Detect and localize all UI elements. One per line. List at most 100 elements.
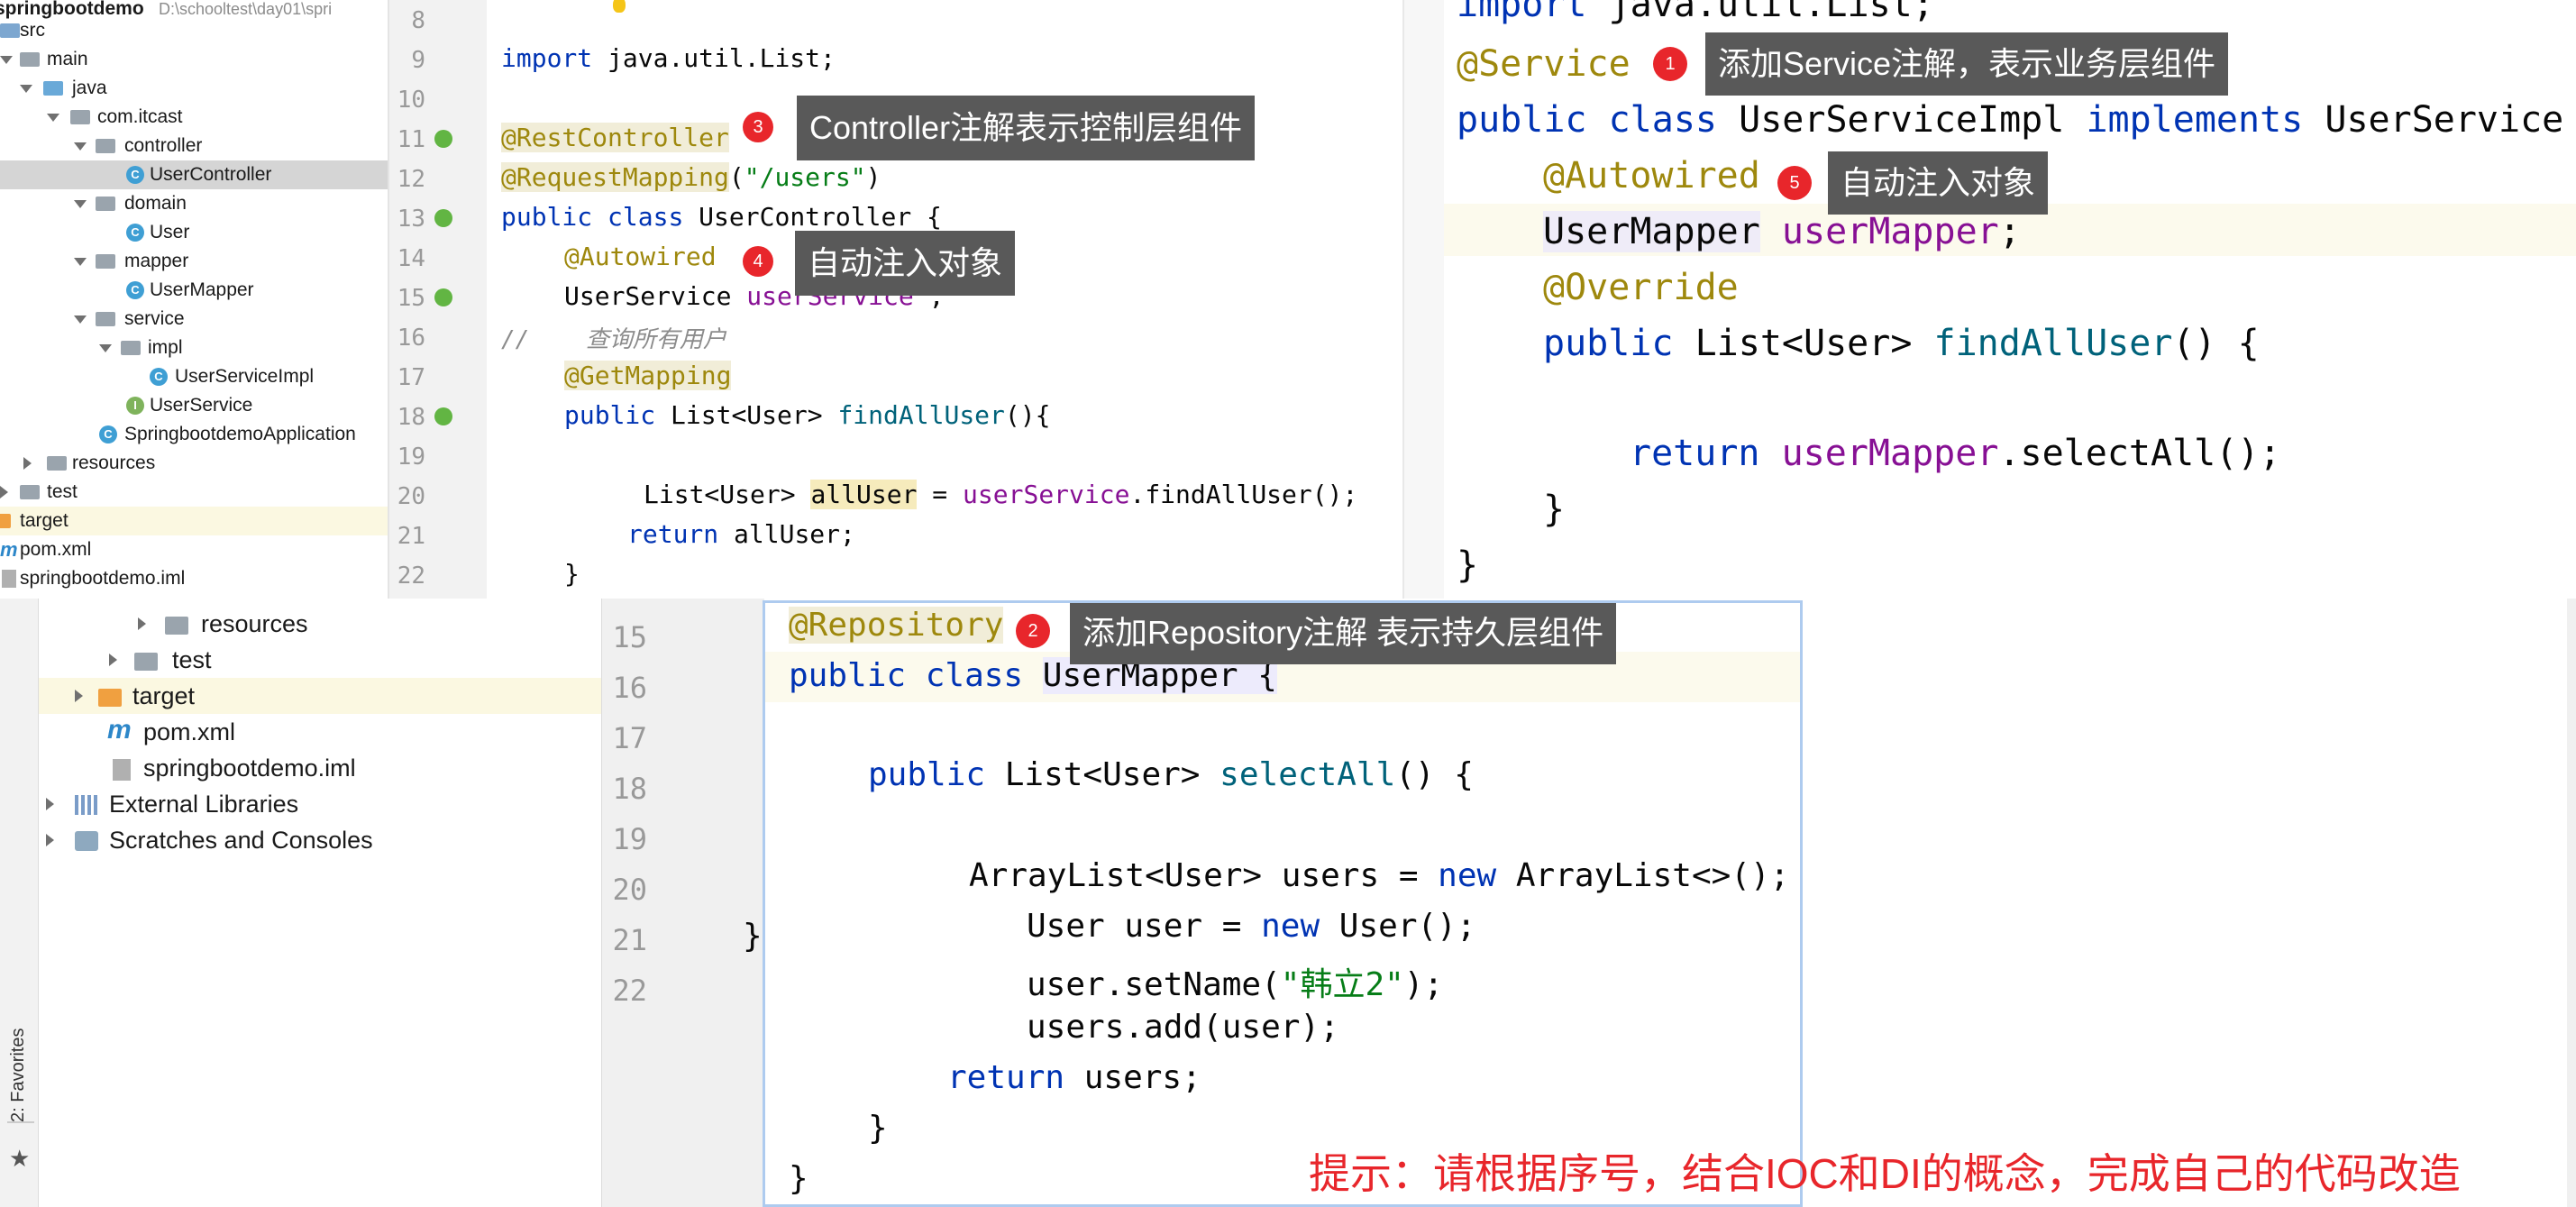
folder-icon [0,23,20,38]
service-line-return: return userMapper.selectAll(); [1630,433,2281,474]
folder-icon [98,689,122,707]
line-gutter [1404,0,1444,604]
package-icon [121,341,141,355]
tree-root-path: D:\schooltest\day01\spri [159,0,333,18]
spring-bean-icon[interactable] [434,209,452,227]
resources-folder-icon [47,456,67,471]
class-icon: C [126,281,144,299]
code-line-22: } [564,559,580,589]
favorites-tab[interactable]: 2: Favorites [8,1028,28,1122]
project-tree: springbootdemo D:\schooltest\day01\spri … [0,0,389,599]
tree-root-label: springbootdemo [0,0,144,19]
chevron-down-icon[interactable] [74,200,87,208]
code-line-11: @RestController [501,123,729,152]
class-icon: C [150,368,168,386]
callout-badge-3: 3 [743,112,773,142]
package-icon [96,197,115,211]
code-line-17: @GetMapping [564,361,732,390]
spring-bean-icon[interactable] [434,288,452,306]
background-line-gutter: 15 16 17 18 19 20 21 22 [602,599,764,1207]
mapper-line-method: public List<User> selectAll() { [868,756,1474,793]
service-editor[interactable]: import java.util.List; @Service public c… [1402,0,2576,606]
background-brace: } [743,918,763,955]
callout-badge-1: 1 [1653,47,1687,81]
service-line-override: @Override [1543,267,1739,308]
callout-tip-4: 自动注入对象 [795,231,1016,296]
controller-editor[interactable]: 8 9 10 11 12 13 14 15 16 17 18 19 20 21 … [389,0,1401,599]
package-icon [70,110,90,124]
folder-icon [20,485,40,499]
callout-tip-1: 添加Service注解，表示业务层组件 [1705,32,2229,96]
library-icon [75,795,100,815]
chevron-right-icon[interactable] [0,486,8,498]
mapper-line-user: User user = new User(); [1027,908,1476,945]
spring-bean-icon[interactable] [434,130,452,148]
tree2-item-target[interactable]: target [39,678,601,714]
service-line-method: public List<User> findAllUser() { [1543,323,2260,364]
maven-icon: m [0,538,18,561]
code-line-20: List<User> allUser = userService.findAll… [644,480,1358,509]
code-line-9: import java.util.List; [501,43,836,73]
mapper-line-setname: user.setName("韩立2"); [1027,966,1444,1003]
code-line-13: public class UserController { [501,202,942,232]
mapper-editor-popup[interactable]: @Repository public class UserMapper { pu… [763,600,1803,1207]
chevron-down-icon[interactable] [0,56,13,64]
package-icon [96,312,115,326]
chevron-down-icon[interactable] [74,315,87,324]
callout-tip-5: 自动注入对象 [1828,151,2049,215]
service-line-field: UserMapper userMapper; [1543,211,2021,252]
chevron-right-icon[interactable] [109,654,117,666]
mapper-line-return: return users; [947,1059,1201,1096]
service-line-class: public class UserServiceImpl implements … [1457,99,2564,141]
folder-icon [43,81,63,96]
chevron-right-icon[interactable] [138,617,146,630]
code-line-14: @Autowired [564,242,717,271]
mapper-line-annotation: @Repository [789,607,1004,644]
service-line-close-class: } [1457,544,1479,586]
chevron-down-icon[interactable] [99,344,112,352]
resources-folder-icon [165,617,188,635]
callout-tip-3: Controller注解表示控制层组件 [797,96,1256,160]
hint-text: 提示：请根据序号，结合IOC和DI的概念，完成自己的代码改造 [1309,1150,2461,1197]
service-line-close-method: } [1543,489,1566,530]
chevron-down-icon[interactable] [74,142,87,151]
folder-icon [20,52,40,67]
spring-class-icon: C [99,425,117,443]
chevron-right-icon[interactable] [46,798,54,810]
chevron-right-icon[interactable] [46,834,54,846]
mapper-line-list: ArrayList<User> users = new ArrayList<>(… [969,857,1790,894]
code-line-18: public List<User> findAllUser(){ [564,400,1051,430]
chevron-right-icon[interactable] [75,690,83,702]
service-line-annotation: @Service [1457,43,1631,85]
chevron-down-icon[interactable] [20,85,32,93]
code-line-21: return allUser; [627,519,855,549]
bulb-icon[interactable] [613,0,626,13]
service-line-autowired: @Autowired [1543,155,1760,197]
code-line-16: // 查询所有用户 [501,326,726,353]
tree-item-target[interactable]: target [0,507,388,535]
callout-tip-2: 添加Repository注解 表示持久层组件 [1070,603,1617,664]
chevron-down-icon[interactable] [74,258,87,266]
chevron-down-icon[interactable] [47,114,59,122]
spring-bean-icon[interactable] [434,407,452,425]
mapper-line-close-class: } [789,1160,808,1197]
maven-icon: m [107,715,132,745]
file-icon [113,759,131,781]
interface-icon: I [126,397,144,415]
callout-badge-5: 5 [1777,166,1812,200]
folder-icon [134,653,158,671]
file-icon [2,570,16,588]
tree-item-usercontroller[interactable]: C UserController [0,160,388,189]
package-icon [96,139,115,153]
chevron-right-icon[interactable] [23,457,32,470]
code-line-12: @RequestMapping("/users") [501,162,882,192]
class-icon: C [126,224,144,242]
callout-badge-2: 2 [1016,614,1050,648]
star-icon[interactable]: ★ [9,1145,31,1172]
scratches-icon [75,831,98,851]
callout-badge-4: 4 [743,246,773,277]
folder-icon [0,514,11,528]
project-tree-lower: resources test target m pom.xml springbo… [39,599,602,1207]
mapper-line-add: users.add(user); [1027,1009,1339,1046]
package-icon [96,254,115,269]
